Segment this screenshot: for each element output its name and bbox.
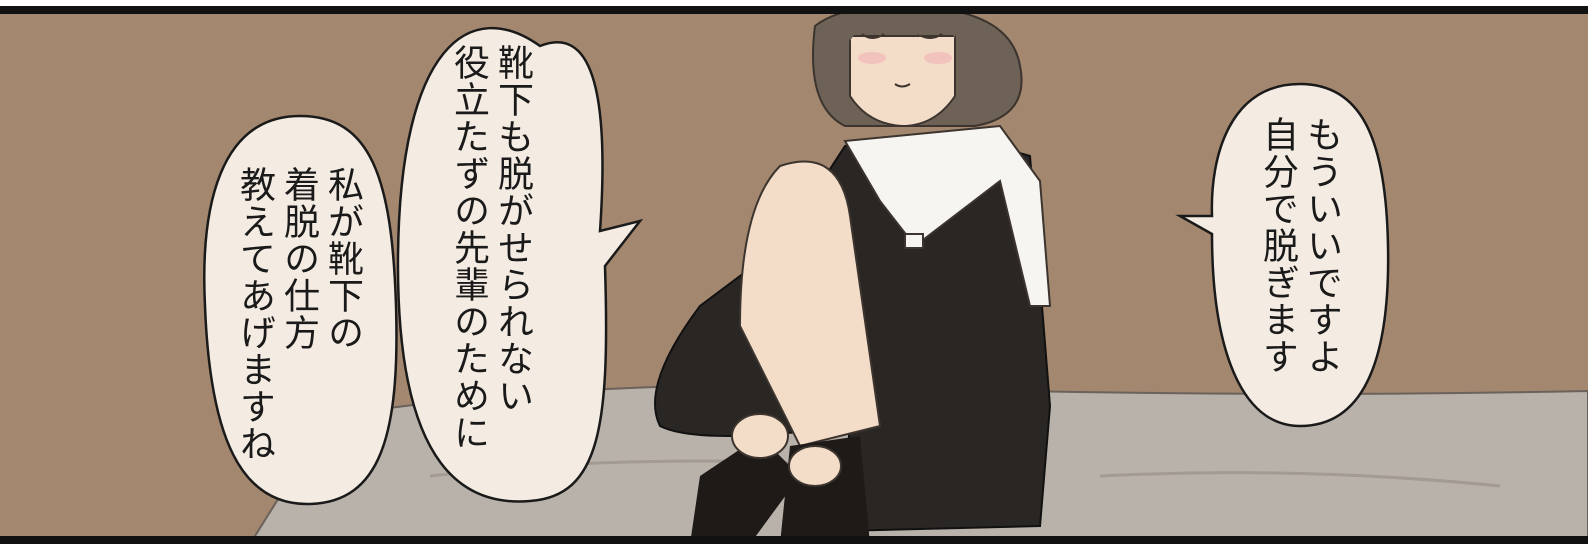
speech-text-middle: 靴下も脱がせられない 役立たずの先輩のために <box>446 44 534 494</box>
speech-line: 自分で脱ぎます <box>1257 116 1298 375</box>
speech-line: 靴下も脱がせられない <box>492 44 533 414</box>
speech-line: 私が靴下の <box>322 166 363 351</box>
sailor-collar <box>843 124 1052 307</box>
speech-line: 役立たずの先輩のために <box>448 44 489 451</box>
speech-text-left: 私が靴下の 着脱の仕方 教えてあげますね <box>232 166 364 486</box>
comic-panel: 靴下も脱がせられない 役立たずの先輩のために 私が靴下の 着脱の仕方 教えてあげ… <box>0 6 1588 544</box>
speech-text-right: もういいですよ 自分で脱ぎます <box>1255 116 1343 416</box>
speech-line: 教えてあげますね <box>234 166 275 462</box>
speech-bubble-right <box>1175 82 1390 428</box>
speech-bubble-middle <box>396 26 644 503</box>
speech-line: もういいですよ <box>1301 116 1342 375</box>
face <box>849 35 956 128</box>
speech-line: 着脱の仕方 <box>278 166 319 351</box>
speech-bubble-left <box>203 114 398 506</box>
leg <box>738 160 882 448</box>
scene-illustration <box>0 6 1588 544</box>
